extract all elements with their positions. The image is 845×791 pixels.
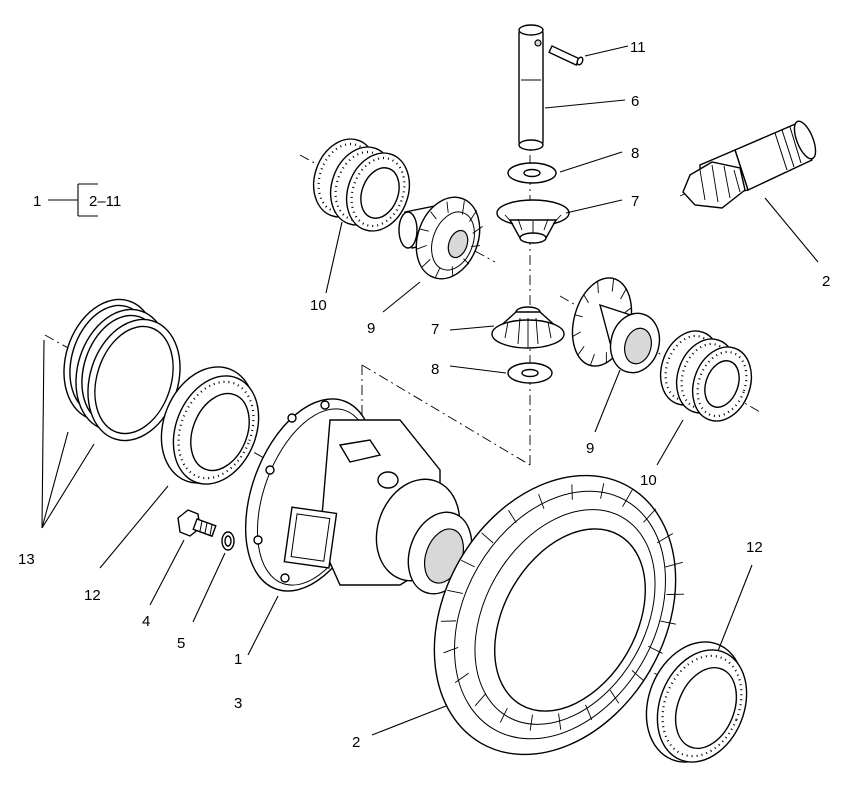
callout-ring-gear-upper: 2 bbox=[822, 273, 830, 290]
callout-pinion-gear-upper: 7 bbox=[631, 193, 639, 210]
callout-side-gear-right: 9 bbox=[586, 440, 594, 457]
callout-roll-pin: 11 bbox=[630, 39, 646, 56]
callout-clutch-pack-left: 10 bbox=[310, 297, 327, 314]
assembly-key: 1 2–11 bbox=[33, 183, 121, 217]
side-gear-right-icon bbox=[571, 277, 661, 374]
callout-pinion-gear-lower: 7 bbox=[431, 321, 439, 338]
callout-clutch-pack-right: 10 bbox=[640, 472, 657, 489]
bolt-icon bbox=[177, 509, 217, 538]
side-gear-left-icon bbox=[398, 196, 483, 280]
callout-case-alt: 3 bbox=[234, 695, 242, 712]
callout-thrust-washer-lower: 8 bbox=[431, 361, 439, 378]
assembly-key-range: 2–11 bbox=[89, 193, 121, 210]
assembly-key-parent: 1 bbox=[33, 193, 41, 210]
seal-rings-icon bbox=[63, 298, 181, 442]
roll-pin-icon bbox=[548, 45, 584, 66]
ring-gear-icon bbox=[433, 474, 685, 756]
callout-seal-rings: 13 bbox=[18, 551, 35, 568]
callout-labels: 11 6 8 7 2 10 9 7 8 9 10 13 12 4 5 1 3 2… bbox=[18, 39, 830, 751]
callout-thrust-washer-upper: 8 bbox=[631, 145, 639, 162]
tapered-bearing-left-icon bbox=[160, 366, 260, 485]
thrust-washer-lower-icon bbox=[507, 362, 553, 384]
clutch-pack-left-icon bbox=[312, 138, 411, 232]
differential-case-icon bbox=[244, 398, 473, 595]
callout-pinion-shaft: 6 bbox=[631, 93, 639, 110]
callout-washer: 5 bbox=[177, 635, 185, 652]
tapered-bearing-right-icon bbox=[645, 641, 748, 763]
callout-bearing-right: 12 bbox=[746, 539, 763, 556]
callout-side-gear-left: 9 bbox=[367, 320, 375, 337]
pinion-gear-upper-icon bbox=[496, 199, 570, 244]
leader-lines bbox=[41, 45, 819, 736]
washer-icon bbox=[221, 531, 235, 551]
callout-bearing-left: 12 bbox=[84, 587, 101, 604]
drive-pinion-icon bbox=[682, 120, 817, 209]
pinion-gear-lower-icon bbox=[491, 306, 565, 349]
thrust-washer-upper-icon bbox=[507, 162, 557, 184]
callout-bolt: 4 bbox=[142, 613, 150, 630]
pinion-shaft-icon bbox=[518, 24, 544, 151]
clutch-pack-right-icon bbox=[659, 330, 753, 422]
callout-case: 1 bbox=[234, 651, 242, 668]
callout-ring-gear-lower: 2 bbox=[352, 734, 360, 751]
